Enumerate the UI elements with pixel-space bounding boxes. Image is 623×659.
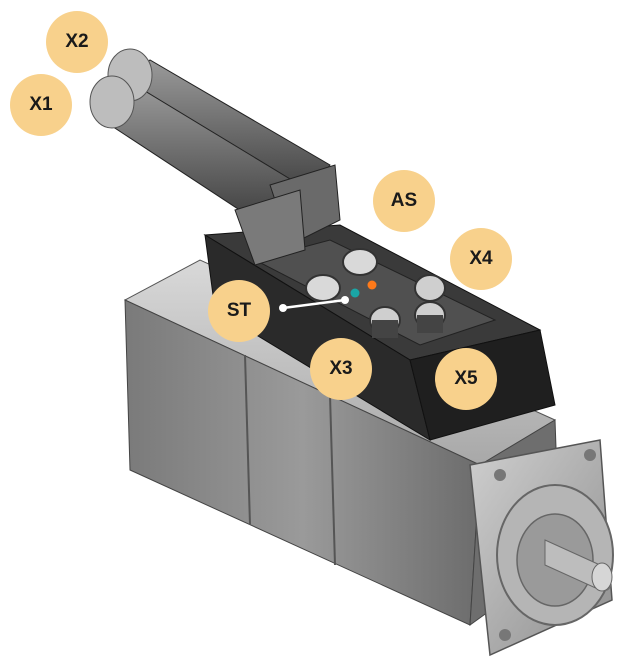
callout-as: AS — [373, 170, 435, 232]
motor-flange — [469, 439, 614, 657]
callout-x2: X2 — [46, 11, 108, 73]
callout-st: ST — [208, 280, 270, 342]
port-caps — [305, 248, 446, 338]
callout-x5: X5 — [435, 348, 497, 410]
callout-x1: X1 — [10, 74, 72, 136]
electronics-housing — [203, 224, 556, 442]
status-led-orange — [367, 280, 377, 290]
motor-shaft — [544, 539, 613, 592]
status-led-teal — [350, 288, 360, 298]
callout-x4: X4 — [450, 228, 512, 290]
st-leader-line — [279, 296, 349, 312]
callout-x3: X3 — [310, 338, 372, 400]
cable-connectors — [89, 48, 341, 266]
